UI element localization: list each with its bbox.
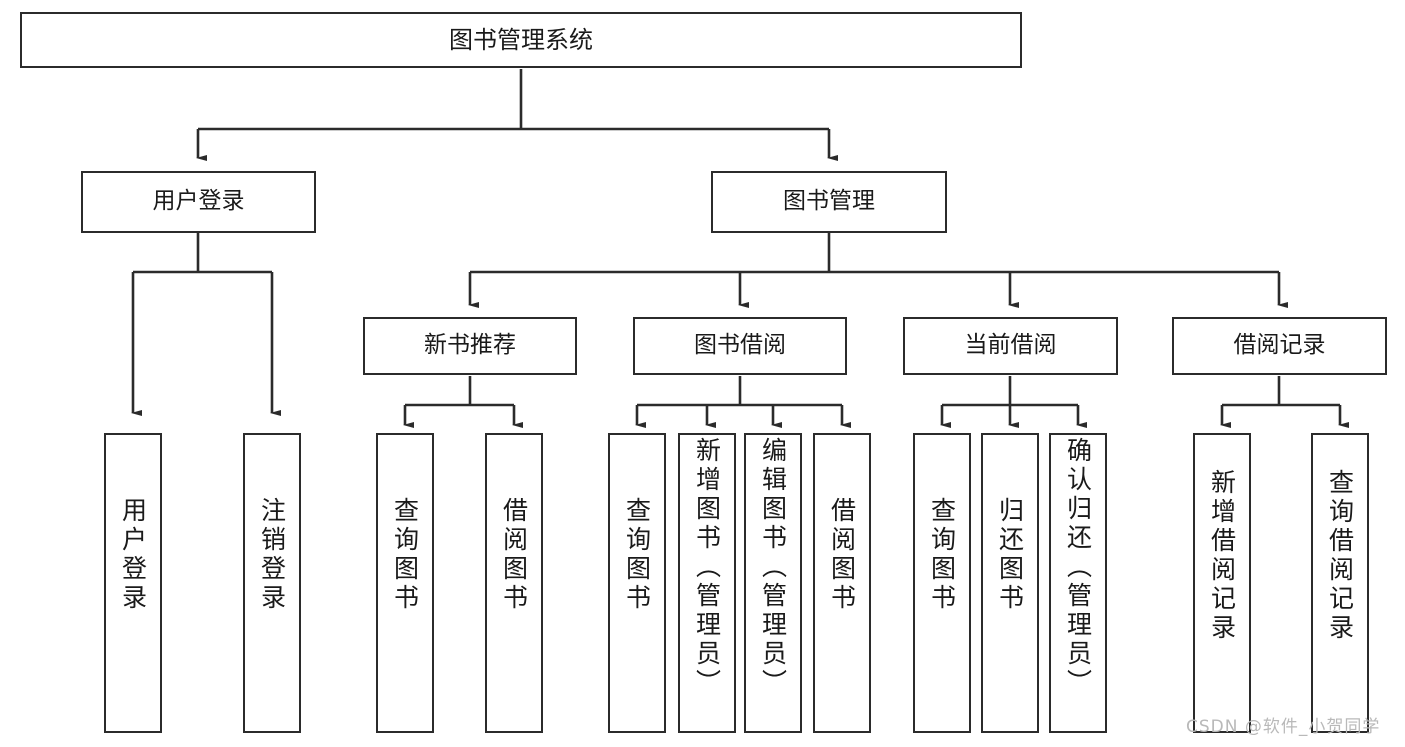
node-label: 查询借阅记录 <box>1325 469 1355 643</box>
node-label: 查询图书 <box>622 497 652 613</box>
node-label: 借阅记录 <box>1233 332 1326 359</box>
node-label: 用户登录 <box>152 188 245 215</box>
leaf-book-borrow-borrow[interactable]: 借阅图书 <box>813 433 871 733</box>
leaf-book-borrow-edit[interactable]: 编辑图书（管理员） <box>744 433 802 733</box>
node-label: 借阅图书 <box>499 497 529 613</box>
node-borrow-record[interactable]: 借阅记录 <box>1172 317 1387 375</box>
leaf-user-login-login[interactable]: 用户登录 <box>104 433 162 733</box>
leaf-book-borrow-query[interactable]: 查询图书 <box>608 433 666 733</box>
leaf-new-book-query[interactable]: 查询图书 <box>376 433 434 733</box>
leaf-borrow-record-add[interactable]: 新增借阅记录 <box>1193 433 1251 733</box>
node-label: 当前借阅 <box>964 332 1057 359</box>
node-label: 查询图书 <box>927 497 957 613</box>
node-label: 新书推荐 <box>424 332 516 359</box>
node-label: 新增借阅记录 <box>1207 469 1237 643</box>
node-label: 图书借阅 <box>694 332 786 359</box>
leaf-new-book-borrow[interactable]: 借阅图书 <box>485 433 543 733</box>
node-user-login[interactable]: 用户登录 <box>81 171 316 233</box>
node-label: 归还图书 <box>995 497 1025 613</box>
leaf-current-borrow-query[interactable]: 查询图书 <box>913 433 971 733</box>
node-label: 确认归还（管理员） <box>1063 437 1093 698</box>
node-book-borrow[interactable]: 图书借阅 <box>633 317 847 375</box>
leaf-current-borrow-confirm-return[interactable]: 确认归还（管理员） <box>1049 433 1107 733</box>
node-label: 编辑图书（管理员） <box>758 437 788 698</box>
node-label: 新增图书（管理员） <box>692 437 722 698</box>
leaf-borrow-record-query[interactable]: 查询借阅记录 <box>1311 433 1369 733</box>
leaf-current-borrow-return[interactable]: 归还图书 <box>981 433 1039 733</box>
node-current-borrow[interactable]: 当前借阅 <box>903 317 1118 375</box>
leaf-book-borrow-add[interactable]: 新增图书（管理员） <box>678 433 736 733</box>
node-label: 注销登录 <box>257 497 287 613</box>
node-new-book-recommend[interactable]: 新书推荐 <box>363 317 577 375</box>
node-label: 查询图书 <box>390 497 420 613</box>
node-label: 图书管理 <box>783 188 875 215</box>
node-label: 用户登录 <box>118 497 148 613</box>
node-root-system[interactable]: 图书管理系统 <box>20 12 1022 68</box>
leaf-user-login-logout[interactable]: 注销登录 <box>243 433 301 733</box>
node-book-management[interactable]: 图书管理 <box>711 171 947 233</box>
node-label: 借阅图书 <box>827 497 857 613</box>
node-label: 图书管理系统 <box>449 25 593 54</box>
